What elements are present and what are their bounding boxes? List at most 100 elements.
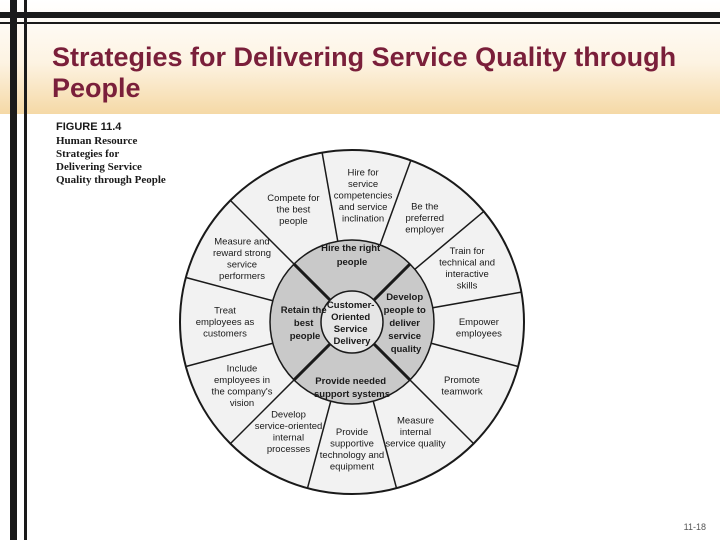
quadrant-divider [372,342,412,382]
segment-label-line: service [348,179,378,190]
quadrant-retain: Retain the best people [281,305,330,342]
figure-description: Human Resource Strategies for Delivering… [56,135,166,186]
segment-label-line: Compete for [267,193,319,204]
segment-divider [409,379,475,445]
segment-label-line: equipment [330,461,375,472]
segment-label-line: customers [203,329,247,340]
segment-label-line: Measure and [214,236,269,247]
segment-label-line: teamwork [441,386,482,397]
center-line: Oriented [331,312,370,323]
outer-spokes [185,152,522,489]
segment-label-line: Promote [444,375,480,386]
segment-label-line: technology and [320,450,384,461]
segment-divider [414,210,485,270]
segment-label-line: people [279,216,308,227]
segment-label-line: Treat [214,306,236,317]
segment-label-line: preferred [406,213,445,224]
segment-label-line: technical and [439,258,495,269]
segment-label-line: Include [227,363,258,374]
quadrant-line: best [294,318,314,329]
segment-label-line: supportive [330,438,374,449]
segment-label-line: interactive [445,269,488,280]
segment-label-line: employees [456,328,502,339]
quadrant-line: people [290,331,321,342]
slide-title: Strategies for Delivering Service Qualit… [52,42,677,103]
segment-divider [229,379,295,445]
segment-label-line: the best [276,204,310,215]
frame-horizontal-line [0,22,720,24]
frame-corner-cross [10,12,17,18]
segment-divider [306,401,332,489]
center-hub [320,290,384,354]
segment-label-line: internal [400,427,431,438]
center-line: Service [334,324,368,335]
quadrant-line: people to [384,305,426,316]
segment-divider [185,342,273,368]
segment-label-line: Empower [459,317,499,328]
header-band [0,0,720,114]
quadrant-line: support systems [314,389,390,400]
quadrant-divider [292,262,332,302]
segment-label-line: internal [273,433,304,444]
center-label: Customer- Oriented Service Delivery [327,300,377,347]
segment-label-line: service quality [385,439,445,450]
quadrant-line: Develop [386,292,423,303]
segment-label-line: service [227,259,257,270]
segment-label-line: Measure [397,416,434,427]
segment-label-line: processes [267,444,311,455]
segment-divider [379,160,412,246]
quadrant-line: people [337,257,368,268]
segment-divider [431,342,519,368]
segment-divider [432,291,522,309]
segment-label-line: Hire for [348,168,379,179]
segment-label-line: and service [339,202,388,213]
quadrant-support: Provide needed support systems [314,376,390,400]
quadrant-line: Hire the right [321,243,381,254]
segment-label-line: vision [230,398,254,409]
quadrant-line: service [388,331,421,342]
quadrant-develop: Develop people to deliver service qualit… [384,292,429,355]
segment-label-line: the company's [212,386,273,397]
segment-label-line: Provide [336,427,368,438]
quadrant-divider [372,262,412,302]
segment-label-line: performers [219,271,265,282]
segment-divider [372,401,398,489]
quadrant-divider [292,342,332,382]
segment-label-line: Develop [271,410,306,421]
quadrant-hire: Hire the right people [321,243,383,268]
segment-label-line: inclination [342,214,384,225]
frame-horizontal-bar [0,12,720,18]
segment-label-line: Be the [411,202,438,213]
segment-label-line: employees in [214,375,270,386]
segment-divider [229,199,295,265]
segment-label-line: employer [405,225,444,236]
figure-caption: FIGURE 11.4 Human Resource Strategies fo… [56,120,166,187]
segment-divider [321,152,339,242]
frame-vertical-bar [10,0,17,540]
segment-label-line: Train for [450,246,485,257]
center-line: Customer- [327,300,375,311]
quadrant-line: Retain the [281,305,327,316]
segment-label-line: competencies [334,191,393,202]
quadrant-line: quality [391,344,422,355]
segment-label-line: reward strong [213,248,271,259]
quadrant-line: deliver [389,318,420,329]
center-line: Delivery [334,336,372,347]
segment-divider [185,276,273,302]
figure-number: FIGURE 11.4 [56,121,122,133]
segment-label-line: employees as [196,317,255,328]
frame-vertical-line [24,0,27,540]
segment-label-line: skills [457,281,478,292]
